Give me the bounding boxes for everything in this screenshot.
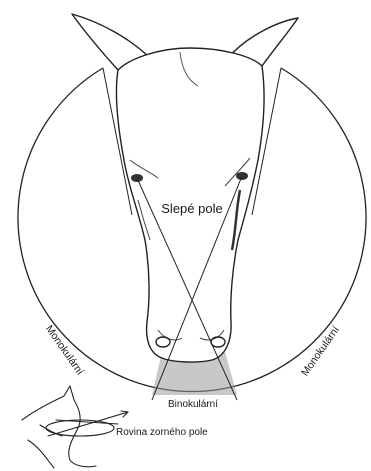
visual-plane-label: Rovina zorného pole <box>116 427 208 438</box>
side-view-inset <box>22 386 128 468</box>
inset-neck <box>28 440 54 468</box>
horse-head <box>72 14 298 362</box>
binocular-label: Binokulární <box>168 399 218 410</box>
monocular-right-label: Monokulární <box>299 324 342 378</box>
inset-horse-profile <box>22 386 96 467</box>
blind-field-label: Slepé pole <box>161 201 222 216</box>
